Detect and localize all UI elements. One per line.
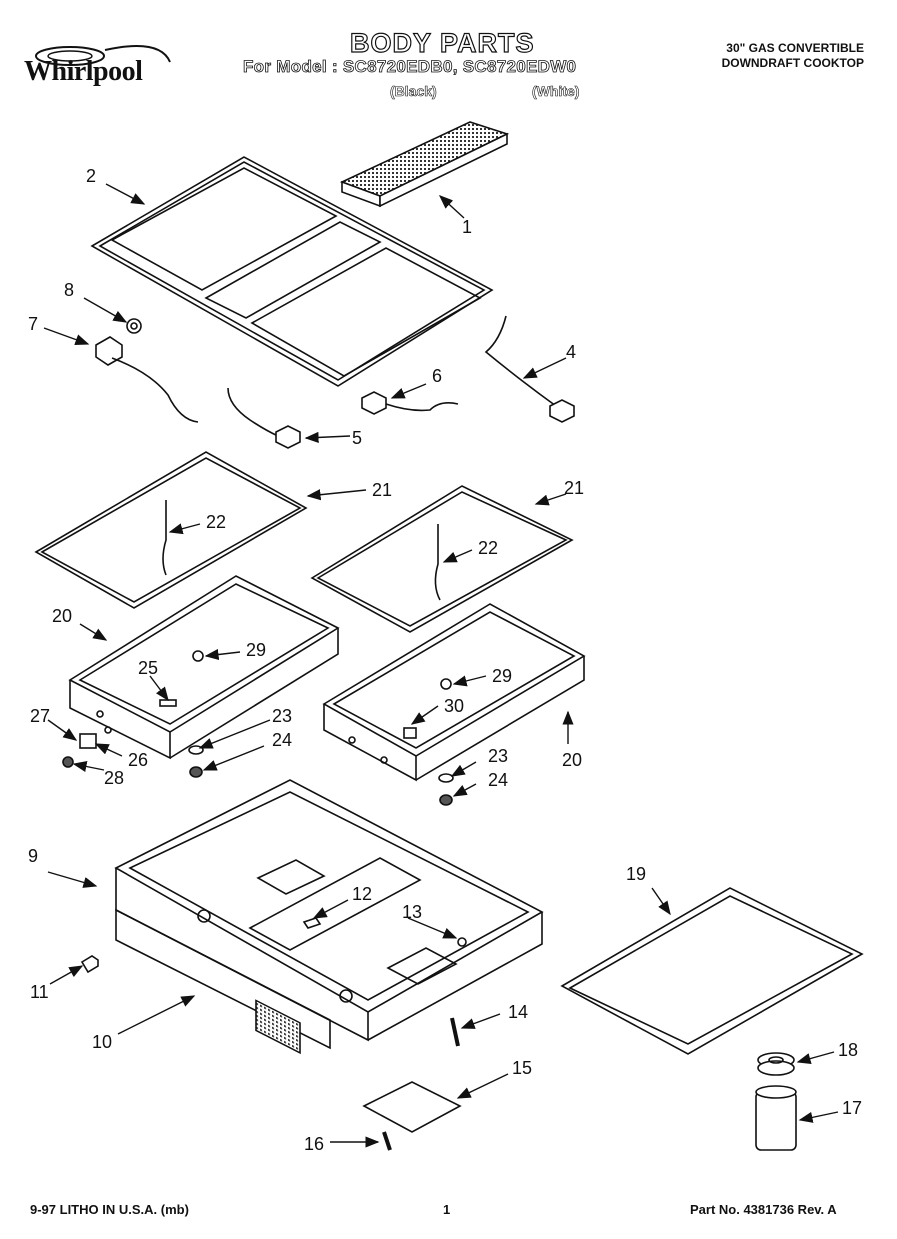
callout-19: 19 [626, 864, 646, 884]
callout-20-left: 20 [52, 606, 72, 626]
callout-20-right: 20 [562, 750, 582, 770]
callout-5: 5 [352, 428, 362, 448]
callout-13: 13 [402, 902, 422, 922]
part-7-switch [95, 336, 199, 423]
part-11-screw [80, 955, 99, 974]
part-9-burner-box-body [114, 779, 544, 1042]
part-20-burner-box-left [68, 575, 340, 760]
part-2-cooktop-frame [90, 156, 494, 387]
part-29-screw-left [192, 650, 204, 662]
callout-1: 1 [462, 217, 472, 237]
part-20-burner-box-right [322, 603, 586, 782]
callout-30: 30 [444, 696, 464, 716]
variant-black: (Black) [390, 83, 437, 100]
callout-14: 14 [508, 1002, 528, 1022]
callout-29-right: 29 [492, 666, 512, 686]
callout-4: 4 [566, 342, 576, 362]
callout-7: 7 [28, 314, 38, 334]
callout-15: 15 [512, 1058, 532, 1078]
litho-note: 9-97 LITHO IN U.S.A. (mb) [30, 1202, 189, 1217]
part-25-fitting [159, 699, 177, 707]
part-23-washer-right [438, 773, 454, 783]
callout-18: 18 [838, 1040, 858, 1060]
callout-9: 9 [28, 846, 38, 866]
callout-17: 17 [842, 1098, 862, 1118]
part-17-jar [755, 1085, 797, 1151]
part-21-gasket-right [310, 485, 574, 633]
part-14-screw [450, 1017, 460, 1047]
callout-10: 10 [92, 1032, 112, 1052]
product-description: 30" GAS CONVERTIBLE DOWNDRAFT COOKTOP [676, 41, 864, 71]
part-26-bracket [79, 733, 97, 749]
callout-23-right: 23 [488, 746, 508, 766]
callout-28: 28 [104, 768, 124, 788]
part-30-clip [403, 727, 417, 739]
brand-name: Whirlpool [24, 56, 143, 87]
callout-22-left: 22 [206, 512, 226, 532]
part-number: Part No. 4381736 Rev. A [690, 1202, 837, 1217]
part-22-sensor-left [162, 500, 167, 576]
callout-27: 27 [30, 706, 50, 726]
callout-11: 11 [30, 982, 49, 1002]
part-15-cover-plate [362, 1081, 462, 1133]
description-line-2: DOWNDRAFT COOKTOP [721, 56, 864, 70]
callout-6: 6 [432, 366, 442, 386]
part-24-nut-left [189, 766, 203, 778]
part-29-screw-right [440, 678, 452, 690]
page-title: BODY PARTS [349, 27, 535, 58]
part-28-nut [62, 756, 74, 768]
callout-24-right: 24 [488, 770, 508, 790]
callout-2: 2 [86, 166, 96, 186]
part-16-screw [382, 1131, 392, 1151]
part-18-lid [757, 1052, 795, 1076]
part-12-screw [302, 917, 322, 929]
part-4-switch [484, 315, 575, 423]
part-24-nut-right [439, 794, 453, 806]
callout-12: 12 [352, 884, 372, 904]
part-6-switch [361, 391, 459, 415]
callout-22-right: 22 [478, 538, 498, 558]
callout-arrows [43, 183, 839, 1148]
part-1-grille [339, 121, 510, 208]
description-line-1: 30" GAS CONVERTIBLE [726, 41, 864, 55]
part-10-front-panel [115, 908, 331, 1055]
part-22-sensor-right [434, 524, 441, 601]
callout-labels: 1 2 4 5 6 7 8 9 10 11 12 13 14 15 16 17 … [28, 166, 862, 1154]
callout-8: 8 [64, 280, 74, 300]
callout-16: 16 [304, 1134, 324, 1154]
callout-21-left: 21 [372, 480, 392, 500]
variant-white: (White) [532, 83, 580, 100]
part-21-gasket-left [34, 451, 308, 609]
callout-21-right: 21 [564, 478, 584, 498]
callout-29-left: 29 [246, 640, 266, 660]
whirlpool-logo: Whirlpool [10, 42, 185, 100]
callout-23-left: 23 [272, 706, 292, 726]
part-13-screw [457, 937, 467, 947]
part-5-switch [227, 387, 301, 449]
callout-26: 26 [128, 750, 148, 770]
whirlpool-swirl-icon [35, 45, 171, 66]
part-8-knob [126, 318, 142, 334]
page-number: 1 [443, 1202, 451, 1217]
part-19-drip-tray [560, 887, 864, 1055]
callout-24-left: 24 [272, 730, 292, 750]
callout-25: 25 [138, 658, 158, 678]
model-line: For Model : SC8720EDB0, SC8720EDW0 [243, 57, 577, 77]
